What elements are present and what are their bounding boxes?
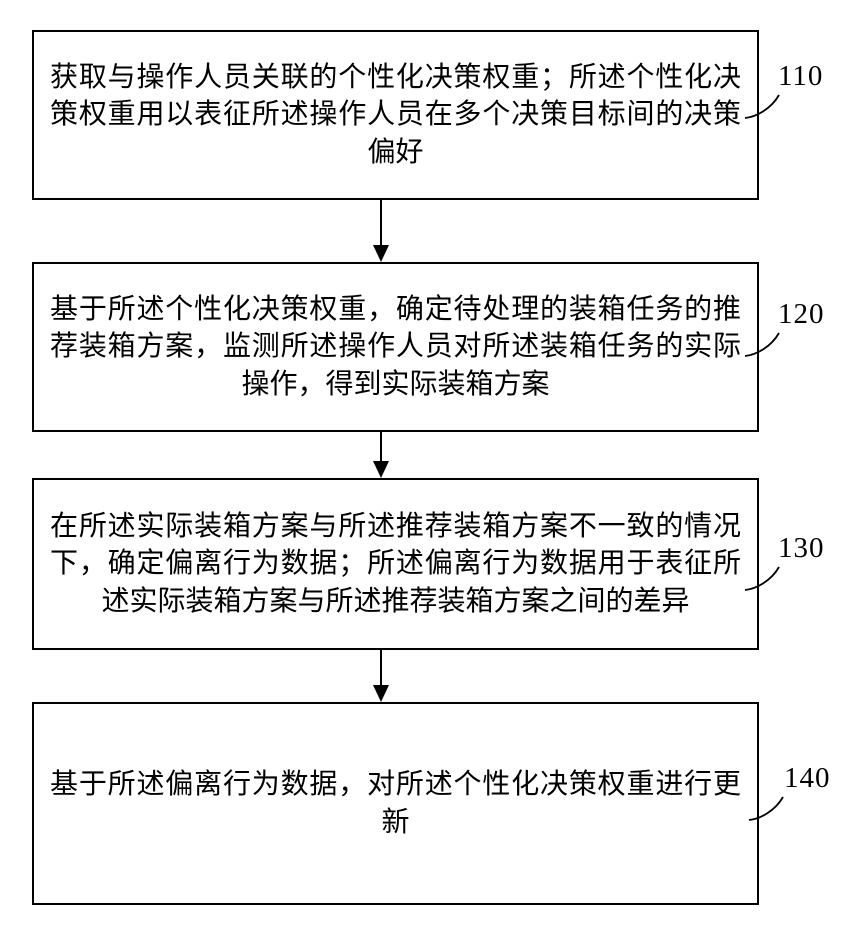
reference-leader-curve (744, 332, 780, 357)
flow-step-box-110: 获取与操作人员关联的个性化决策权重；所述个性化决策权重用以表征所述操作人员在多个… (32, 30, 759, 200)
step-reference-number-140: 140 (784, 762, 831, 794)
down-arrow (373, 432, 389, 478)
step-text-140: 基于所述偏离行为数据，对所述个性化决策权重进行更新 (50, 768, 741, 838)
flow-step-box-130: 在所述实际装箱方案与所述推荐装箱方案不一致的情况下，确定偏离行为数据；所述偏离行… (32, 478, 759, 650)
flow-step-box-120: 基于所述个性化决策权重，确定待处理的装箱任务的推荐装箱方案，监测所述操作人员对所… (32, 262, 759, 432)
down-arrow (373, 200, 389, 262)
arrow-head-icon (373, 461, 389, 478)
step-reference-number-120: 120 (778, 298, 825, 330)
arrow-line (380, 200, 382, 245)
step-reference-number-130: 130 (778, 532, 825, 564)
down-arrow (373, 650, 389, 702)
arrow-head-icon (373, 245, 389, 262)
step-text-130: 在所述实际装箱方案与所述推荐装箱方案不一致的情况下，确定偏离行为数据；所述偏离行… (50, 510, 741, 617)
step-reference-number-110: 110 (778, 60, 824, 92)
reference-leader-curve (744, 94, 780, 119)
step-text-120: 基于所述个性化决策权重，确定待处理的装箱任务的推荐装箱方案，监测所述操作人员对所… (50, 293, 741, 400)
arrow-line (380, 432, 382, 461)
step-text-110: 获取与操作人员关联的个性化决策权重；所述个性化决策权重用以表征所述操作人员在多个… (50, 61, 741, 168)
arrow-line (380, 650, 382, 685)
reference-leader-curve (748, 796, 784, 821)
flow-step-box-140: 基于所述偏离行为数据，对所述个性化决策权重进行更新 (32, 702, 759, 905)
reference-leader-curve (744, 566, 780, 591)
arrow-head-icon (373, 685, 389, 702)
